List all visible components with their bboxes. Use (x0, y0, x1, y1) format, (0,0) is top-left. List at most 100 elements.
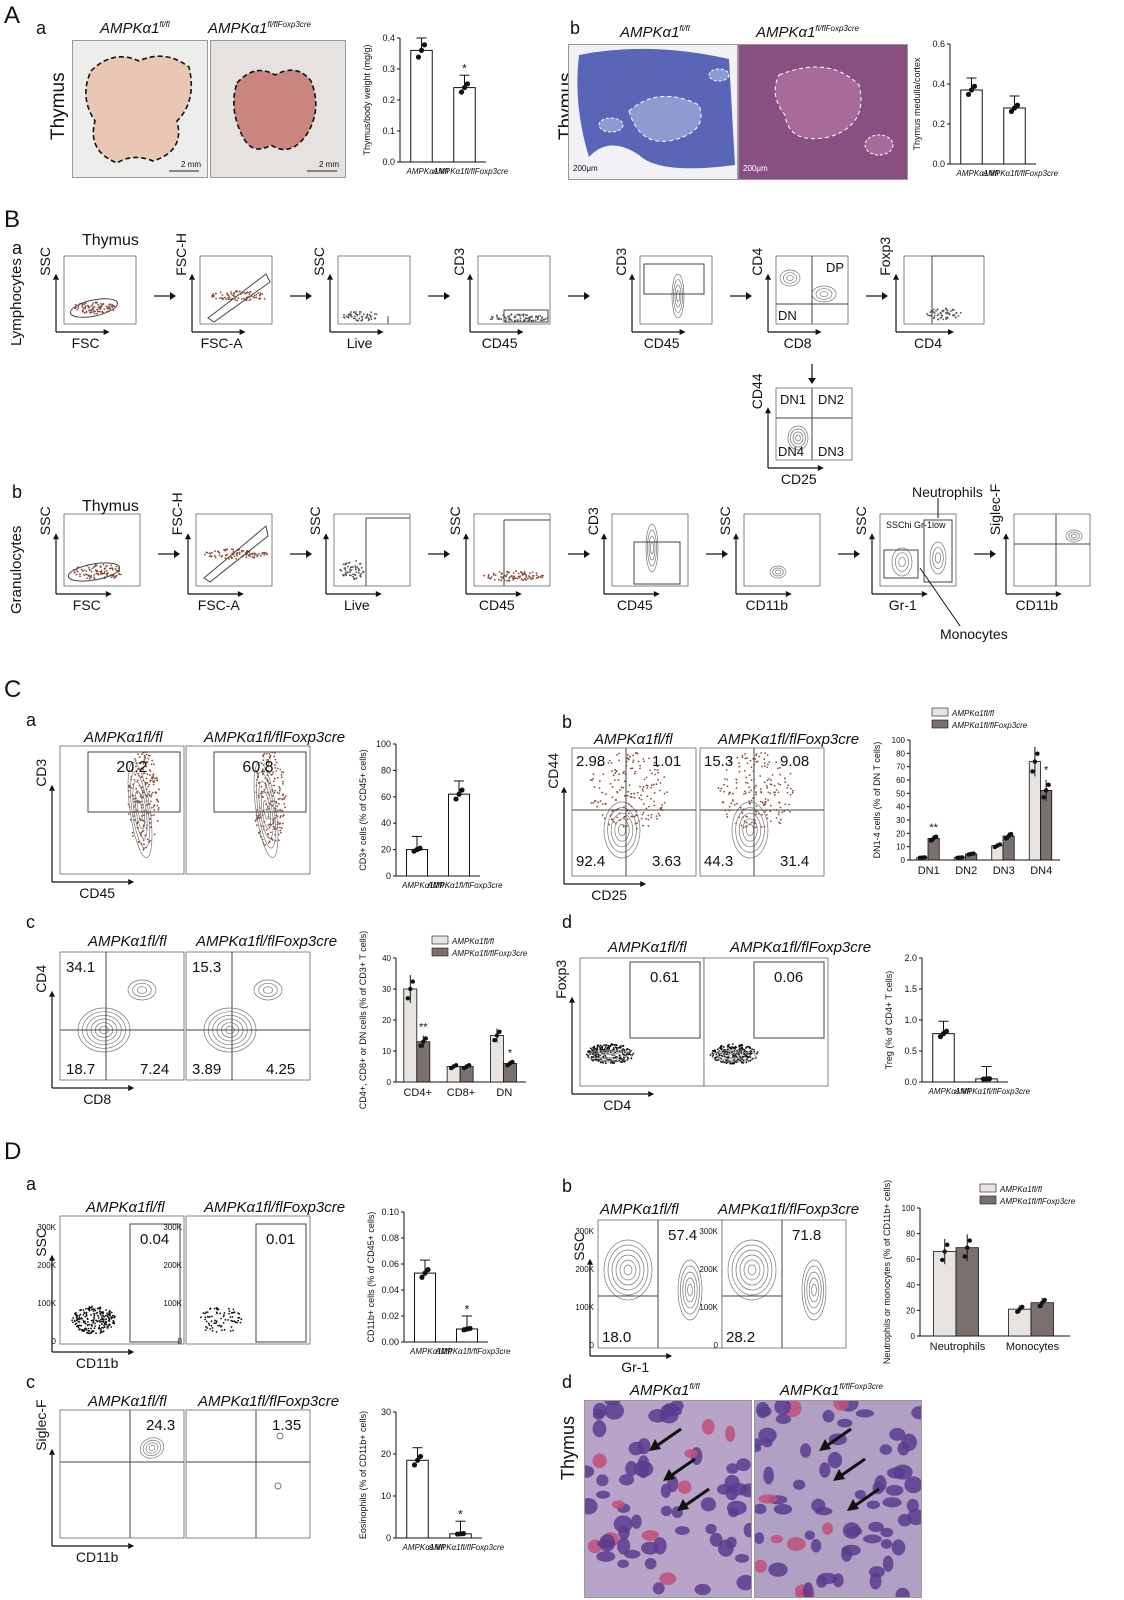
event-dot (135, 787, 138, 790)
event-dot (359, 575, 362, 578)
cell-nucleus (842, 1522, 861, 1539)
event-dot (93, 577, 96, 580)
x-axis-label: CD25 (781, 471, 817, 487)
event-dot (100, 1329, 103, 1332)
event-dot (218, 551, 221, 554)
y-axis-label: Siglec-F (33, 1399, 49, 1450)
event-dot (141, 796, 144, 799)
x-axis-label: CD11b (76, 1355, 119, 1371)
event-dot (153, 763, 155, 766)
event-dot (764, 752, 767, 755)
event-dot (599, 1047, 602, 1050)
arrow-head (921, 591, 928, 597)
event-dot (731, 1043, 734, 1046)
event-dot (656, 765, 659, 768)
event-dot (738, 1046, 741, 1048)
legend-label: AMPKα1fl/flFoxp3cre (951, 721, 1028, 730)
y-axis-label: CD44 (545, 753, 561, 789)
event-dot (627, 812, 630, 815)
y-tick-label: 0.4 (382, 33, 395, 43)
event-dot (149, 779, 152, 782)
event-dot (774, 791, 776, 794)
panel-label-C: C (4, 676, 22, 703)
event-dot (653, 761, 656, 764)
event-dot (81, 305, 84, 308)
event-dot (759, 775, 762, 777)
event-dot (151, 791, 154, 794)
subpanel-label-Cb: b (562, 712, 573, 732)
x-axis-label: FSC-A (201, 335, 244, 351)
cell-nucleus (804, 1530, 816, 1540)
event-dot (784, 777, 786, 780)
event-dot (103, 308, 106, 311)
y-tick-label: 100K (575, 1303, 594, 1312)
event-dot (787, 784, 790, 787)
contour-line (674, 284, 682, 308)
event-dot (267, 841, 270, 844)
event-dot (775, 788, 778, 791)
event-dot (496, 314, 498, 317)
event-dot (93, 306, 96, 308)
event-dot (508, 579, 511, 582)
event-dot (133, 819, 136, 822)
event-dot (143, 772, 146, 775)
event-dot (233, 292, 236, 295)
event-dot (358, 313, 361, 316)
event-dot (219, 1312, 222, 1315)
cell-nucleus (701, 1419, 715, 1435)
event-dot (138, 801, 141, 804)
gate-percentage: 0.04 (140, 1231, 169, 1248)
event-dot (535, 572, 538, 575)
event-dot (73, 1320, 76, 1323)
event-dot (248, 291, 251, 294)
event-dot (127, 813, 130, 815)
event-dot (951, 314, 954, 317)
event-dot (93, 1314, 96, 1317)
event-dot (211, 294, 214, 297)
event-dot (645, 776, 648, 779)
cell-nucleus (802, 1582, 814, 1597)
event-dot (136, 799, 139, 802)
event-dot (99, 1306, 102, 1309)
y-axis-label: CD11b+ cells (% of CD45+ cells) (366, 1212, 376, 1343)
event-dot (630, 1049, 632, 1052)
event-dot (131, 770, 134, 773)
event-dot (283, 796, 286, 799)
event-dot (137, 768, 139, 771)
event-dot (158, 788, 160, 791)
event-dot (268, 840, 271, 843)
data-point (997, 842, 1003, 847)
event-dot (604, 1048, 606, 1050)
event-dot (524, 314, 527, 316)
event-dot (617, 779, 620, 781)
event-dot (218, 297, 221, 300)
event-dot (142, 766, 145, 769)
event-dot (722, 801, 725, 804)
cell-nucleus (684, 1449, 698, 1458)
event-dot (522, 579, 525, 582)
flow-arrow-head (306, 292, 312, 300)
event-dot (253, 556, 256, 559)
x-tick-label: CD8+ (447, 1087, 475, 1099)
event-dot (755, 805, 758, 807)
event-dot (223, 548, 225, 551)
contour-line (132, 781, 148, 839)
x-tick-label: DN4 (1030, 865, 1052, 877)
y-tick-label: 2.0 (904, 953, 917, 963)
y-tick-label: 0 (386, 871, 391, 881)
flow-plot-SSC-CD11b (59, 1215, 185, 1345)
event-dot (738, 1048, 741, 1051)
event-dot (228, 296, 231, 298)
event-dot (88, 569, 91, 571)
event-dot (108, 1320, 111, 1322)
contour-line (898, 556, 906, 568)
event-dot (106, 1314, 108, 1317)
flow-arrow-head (854, 550, 860, 558)
y-axis-label: Foxp3 (553, 960, 569, 999)
gating-title-Bb: Thymus (82, 498, 139, 515)
data-point (971, 83, 978, 89)
event-dot (622, 786, 625, 789)
event-dot (487, 573, 490, 576)
event-dot (516, 318, 519, 321)
event-dot (80, 568, 83, 571)
